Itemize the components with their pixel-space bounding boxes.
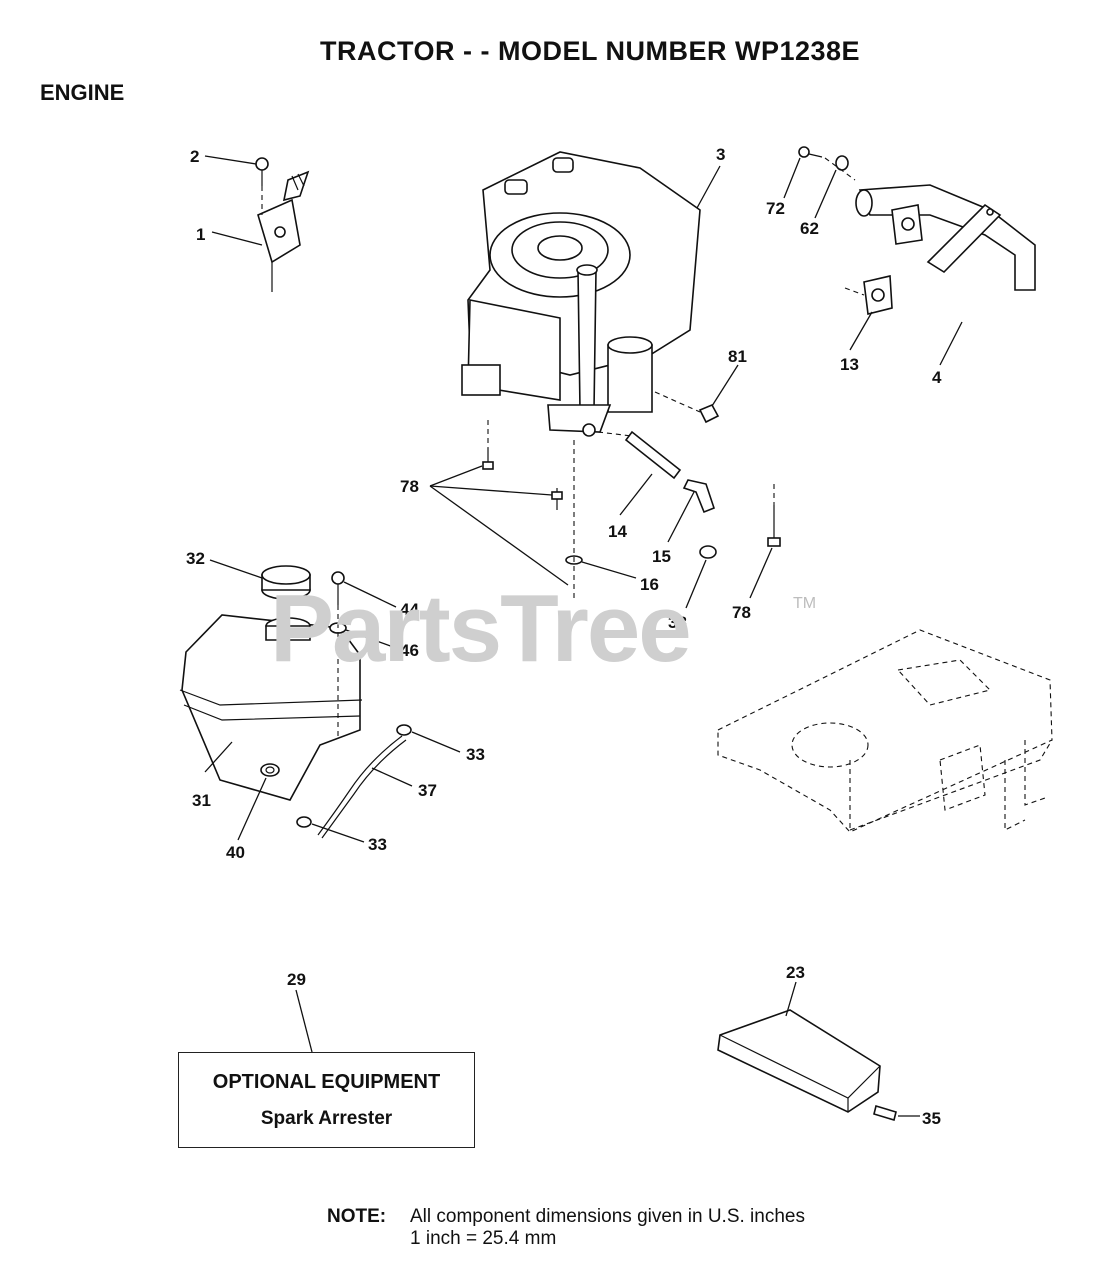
- leader-1: [211, 231, 263, 246]
- leader-78a: [429, 465, 483, 487]
- callout-46[interactable]: 46: [400, 641, 419, 660]
- leader-40: [237, 777, 267, 841]
- bolt-part-78a[interactable]: [482, 448, 494, 470]
- optional-equipment-heading: OPTIONAL EQUIPMENT: [212, 1071, 441, 1093]
- elbow-part-15[interactable]: [682, 479, 715, 514]
- bolt-part-78b[interactable]: [551, 488, 563, 510]
- callout-2[interactable]: 2: [190, 147, 199, 166]
- callout-35[interactable]: 35: [922, 1109, 941, 1128]
- callout-33a[interactable]: 33: [466, 745, 485, 764]
- leader-13: [849, 311, 873, 351]
- fuel-filter-part-14[interactable]: [624, 430, 682, 480]
- leader-78c: [429, 485, 569, 586]
- callout-44[interactable]: 44: [400, 600, 419, 619]
- gasket-part-13[interactable]: [863, 275, 893, 315]
- leader-23: [785, 981, 797, 1017]
- leader-29: [295, 989, 313, 1053]
- note-text-line-2: 1 inch = 25.4 mm: [410, 1228, 557, 1249]
- grommet-part-40[interactable]: [260, 763, 280, 777]
- callout-29[interactable]: 29: [287, 970, 306, 989]
- leader-72: [783, 157, 801, 199]
- callout-31[interactable]: 31: [192, 791, 211, 810]
- leader-14: [619, 473, 653, 516]
- engine-part[interactable]: [461, 151, 701, 437]
- leader-32: [209, 559, 263, 579]
- leader-16: [581, 561, 637, 579]
- callout-1[interactable]: 1: [196, 225, 205, 244]
- clamp-part-33b[interactable]: [296, 816, 312, 828]
- callout-40[interactable]: 40: [226, 843, 245, 862]
- callout-15[interactable]: 15: [652, 547, 671, 566]
- leader-2: [204, 155, 257, 165]
- callout-13[interactable]: 13: [840, 355, 859, 374]
- leader-38: [685, 559, 707, 609]
- bolt-part-72[interactable]: [798, 146, 823, 158]
- callout-72[interactable]: 72: [766, 199, 785, 218]
- leader-4: [939, 321, 963, 366]
- section-label: ENGINE: [40, 80, 125, 105]
- throttle-control-part[interactable]: [257, 170, 310, 292]
- callout-3[interactable]: 3: [716, 145, 725, 164]
- callout-14[interactable]: 14: [608, 522, 627, 541]
- leader-31: [204, 741, 233, 773]
- leader-33a: [411, 731, 461, 753]
- leader-3: [696, 165, 721, 209]
- leader-62: [814, 169, 837, 219]
- optional-equipment-item: Spark Arrester: [260, 1108, 393, 1129]
- callout-33b[interactable]: 33: [368, 835, 387, 854]
- callout-78-left[interactable]: 78: [400, 477, 419, 496]
- leader-78b: [429, 485, 553, 496]
- callout-81[interactable]: 81: [728, 347, 747, 366]
- screw-part-35[interactable]: [873, 1104, 897, 1122]
- callout-62[interactable]: 62: [800, 219, 819, 238]
- leader-44: [343, 581, 397, 608]
- washer-part-62[interactable]: [835, 155, 849, 171]
- note-text-line-1: All component dimensions given in U.S. i…: [410, 1206, 805, 1227]
- diagram-title: TRACTOR - - MODEL NUMBER WP1238E: [320, 36, 861, 66]
- watermark-trademark: TM: [793, 595, 817, 612]
- screw-part-2[interactable]: [255, 157, 269, 215]
- screw-part-44[interactable]: [331, 571, 345, 605]
- fuel-tank-part-31[interactable]: [179, 614, 363, 801]
- muffler-part[interactable]: [855, 184, 1036, 291]
- tractor-frame-reference: [717, 629, 1053, 833]
- callout-78-right[interactable]: 78: [732, 603, 751, 622]
- callout-23[interactable]: 23: [786, 963, 805, 982]
- shield-part-23[interactable]: [717, 1009, 881, 1113]
- note-label: NOTE:: [327, 1206, 387, 1227]
- leader-46: [345, 629, 397, 649]
- leader-37: [371, 767, 413, 787]
- callout-37[interactable]: 37: [418, 781, 437, 800]
- leader-15: [667, 491, 695, 543]
- bolt-part-78c[interactable]: [767, 505, 781, 547]
- nut-part-38[interactable]: [699, 545, 717, 559]
- callout-16[interactable]: 16: [640, 575, 659, 594]
- leader-33b: [311, 823, 365, 843]
- callout-4[interactable]: 4: [932, 368, 942, 387]
- watermark: PartsTree: [270, 575, 692, 682]
- fuel-line-part-37[interactable]: [317, 735, 407, 839]
- fuel-cap-part-32[interactable]: [261, 565, 311, 600]
- clamp-part-33a[interactable]: [396, 724, 412, 736]
- optional-equipment-box: OPTIONAL EQUIPMENT Spark Arrester: [178, 1052, 475, 1148]
- nut-part-81[interactable]: [698, 403, 720, 424]
- leader-78-right: [749, 547, 773, 599]
- leader-81: [711, 364, 739, 407]
- callout-38[interactable]: 38: [668, 613, 687, 632]
- callout-32[interactable]: 32: [186, 549, 205, 568]
